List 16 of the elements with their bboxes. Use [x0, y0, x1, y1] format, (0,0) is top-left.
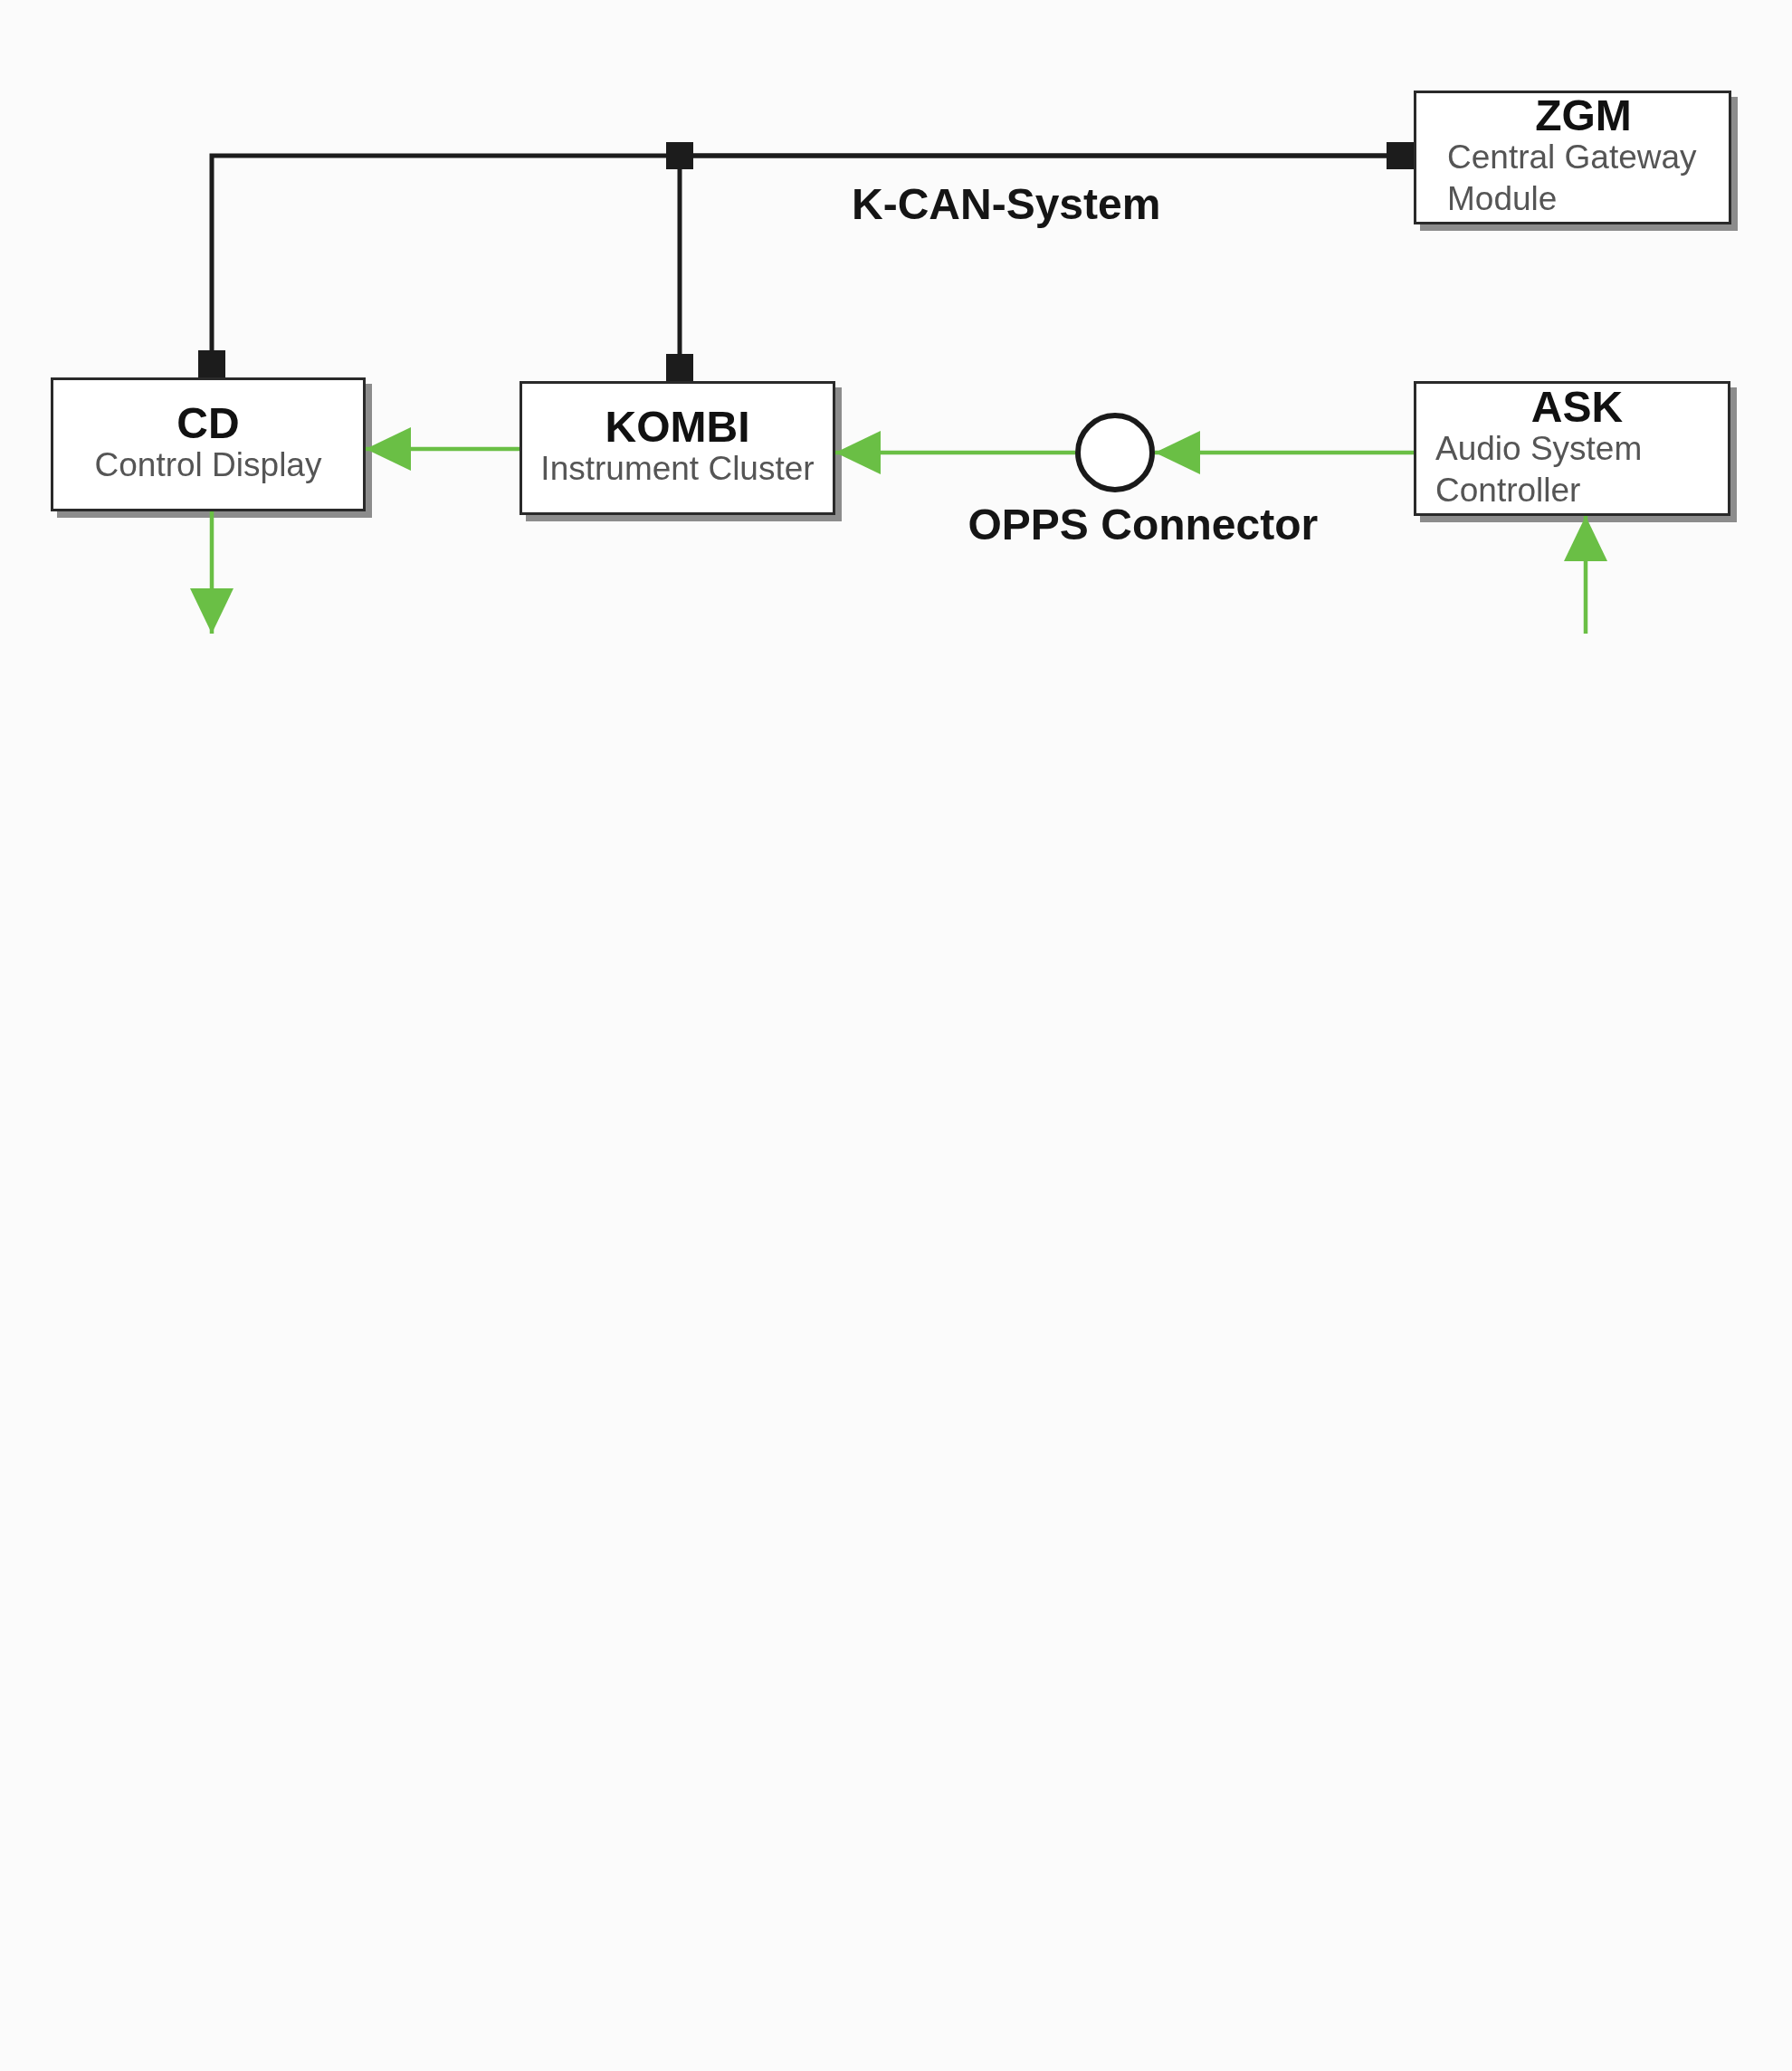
arrow	[1155, 431, 1414, 474]
module-code: ASK	[1530, 386, 1624, 428]
arrow	[366, 427, 519, 471]
module-code: CD	[176, 403, 240, 444]
module-name: Central Gateway Module	[1447, 138, 1698, 219]
bus-label: K-CAN-System	[852, 179, 1161, 230]
module-name: Instrument Cluster	[539, 449, 815, 489]
module-name: Control Display	[93, 445, 323, 485]
arrow	[835, 431, 1075, 474]
connector-circle	[1075, 413, 1155, 492]
connector-label: OPPS Connector	[967, 500, 1319, 550]
module-name: Audio System Controller	[1435, 428, 1644, 511]
arrow	[190, 511, 234, 634]
module-code: KOMBI	[605, 406, 750, 448]
arrow	[1564, 516, 1607, 634]
module-code: ZGM	[1535, 95, 1632, 137]
